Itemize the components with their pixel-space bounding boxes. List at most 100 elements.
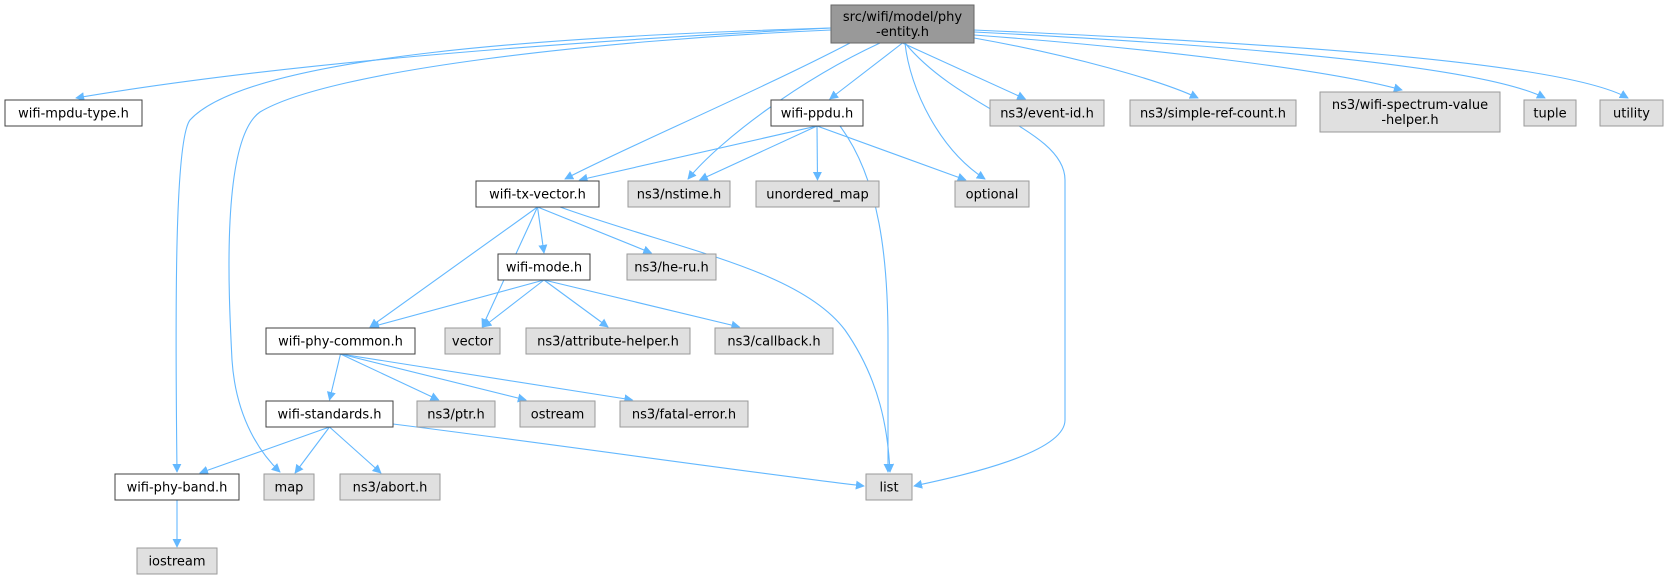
node-wifi-mpdu-type[interactable]: wifi-mpdu-type.h	[4, 99, 143, 127]
node-wifi-phy-band[interactable]: wifi-phy-band.h	[114, 473, 240, 501]
node-box	[4, 99, 143, 127]
node-label: unordered_map	[766, 188, 869, 203]
node-list: list	[865, 473, 913, 501]
edge-wifi-tx-vector-to-list	[559, 206, 895, 473]
node-label: ns3/callback.h	[727, 335, 820, 350]
node-label: optional	[966, 188, 1019, 203]
edge-root-to-optional	[904, 42, 986, 180]
node-label: utility	[1613, 107, 1650, 122]
node-box	[1129, 99, 1297, 127]
edge-wifi-mode-to-callback	[543, 279, 741, 330]
edge-wifi-standards-to-wifi-phy-band	[199, 426, 330, 475]
node-label: wifi-standards.h	[278, 408, 382, 423]
edges-layer	[75, 27, 1629, 548]
node-label: ns3/fatal-error.h	[632, 408, 736, 423]
edge-wifi-ppdu-to-list	[839, 125, 893, 473]
node-box	[954, 180, 1030, 208]
node-he-ru: ns3/he-ru.h	[626, 253, 717, 281]
node-label: ns3/wifi-spectrum-value	[1332, 98, 1488, 113]
node-ostream: ostream	[519, 400, 596, 428]
node-label: ns3/ptr.h	[427, 408, 485, 423]
node-ptr: ns3/ptr.h	[416, 400, 496, 428]
node-box	[770, 99, 864, 127]
node-box	[339, 473, 441, 501]
node-simple-ref-count: ns3/simple-ref-count.h	[1129, 99, 1297, 127]
node-box	[416, 400, 496, 428]
edge-root-to-nstime	[687, 42, 881, 180]
edge-wifi-ppdu-to-optional	[816, 125, 967, 182]
edge-wifi-tx-vector-to-wifi-phy-common	[369, 206, 538, 328]
edge-wifi-phy-common-to-ptr	[340, 353, 440, 401]
node-box	[830, 4, 975, 44]
node-box	[619, 400, 749, 428]
node-optional: optional	[954, 180, 1030, 208]
node-label: map	[275, 481, 304, 496]
edge-root-to-map	[228, 29, 832, 473]
node-box	[136, 547, 218, 575]
edge-wifi-phy-common-to-fatal-error	[340, 353, 634, 404]
node-box	[865, 473, 913, 501]
node-box	[444, 327, 501, 355]
edge-wifi-tx-vector-to-he-ru	[537, 206, 653, 255]
node-label: wifi-mode.h	[506, 261, 582, 276]
node-box	[265, 327, 416, 355]
node-label: wifi-tx-vector.h	[489, 188, 586, 203]
node-box	[714, 327, 834, 355]
edge-root-to-simple-ref-count	[973, 37, 1199, 99]
edge-wifi-mode-to-attribute-helper	[543, 279, 609, 328]
edge-root-to-spectrum-helper	[973, 34, 1403, 93]
edge-wifi-standards-to-list	[392, 423, 865, 490]
node-label: ns3/he-ru.h	[634, 261, 709, 276]
edge-wifi-phy-common-to-wifi-standards	[327, 353, 342, 401]
node-iostream: iostream	[136, 547, 218, 575]
node-box	[989, 99, 1105, 127]
node-wifi-ppdu[interactable]: wifi-ppdu.h	[770, 99, 864, 127]
node-box	[1319, 91, 1501, 133]
edge-root-to-wifi-ppdu	[829, 42, 903, 100]
node-label: ns3/nstime.h	[637, 188, 721, 203]
node-wifi-mode[interactable]: wifi-mode.h	[497, 253, 591, 281]
node-label: ostream	[531, 408, 585, 423]
edge-wifi-mode-to-vector	[482, 279, 545, 328]
node-box	[263, 473, 315, 501]
node-abort: ns3/abort.h	[339, 473, 441, 501]
node-label: ns3/simple-ref-count.h	[1140, 107, 1286, 122]
node-box	[627, 180, 731, 208]
node-callback: ns3/callback.h	[714, 327, 834, 355]
edge-wifi-ppdu-to-nstime	[698, 125, 818, 181]
node-label: wifi-phy-band.h	[127, 481, 228, 496]
node-unordered_map: unordered_map	[755, 180, 880, 208]
node-label: ns3/event-id.h	[1000, 107, 1094, 122]
node-root: src/wifi/model/phy-entity.h	[830, 4, 975, 44]
edge-root-to-wifi-tx-vector	[564, 42, 851, 180]
node-label: wifi-phy-common.h	[278, 335, 403, 350]
node-tuple: tuple	[1523, 99, 1577, 127]
node-box	[1599, 99, 1664, 127]
node-fatal-error: ns3/fatal-error.h	[619, 400, 749, 428]
node-nstime: ns3/nstime.h	[627, 180, 731, 208]
node-utility: utility	[1599, 99, 1664, 127]
edge-wifi-phy-common-to-ostream	[340, 353, 527, 403]
node-label: vector	[452, 335, 494, 350]
node-box	[497, 253, 591, 281]
edge-wifi-ppdu-to-unordered_map	[812, 125, 822, 181]
node-label: -helper.h	[1381, 113, 1438, 128]
node-label: list	[879, 481, 898, 496]
node-label: tuple	[1533, 107, 1566, 122]
edge-root-to-tuple	[973, 31, 1546, 99]
node-box	[1523, 99, 1577, 127]
edge-root-to-utility	[973, 29, 1629, 99]
node-box	[265, 400, 394, 428]
node-label: src/wifi/model/phy	[843, 10, 963, 25]
node-attribute-helper: ns3/attribute-helper.h	[525, 327, 691, 355]
node-label: -entity.h	[876, 25, 929, 40]
edge-root-to-list	[904, 42, 1066, 489]
node-wifi-standards[interactable]: wifi-standards.h	[265, 400, 394, 428]
node-box	[475, 180, 600, 208]
edge-root-to-wifi-phy-band	[172, 27, 832, 473]
edge-wifi-tx-vector-to-wifi-mode	[536, 206, 548, 254]
node-wifi-phy-common[interactable]: wifi-phy-common.h	[265, 327, 416, 355]
node-label: ns3/abort.h	[353, 481, 428, 496]
edge-wifi-mode-to-wifi-phy-common	[370, 279, 545, 330]
node-wifi-tx-vector[interactable]: wifi-tx-vector.h	[475, 180, 600, 208]
